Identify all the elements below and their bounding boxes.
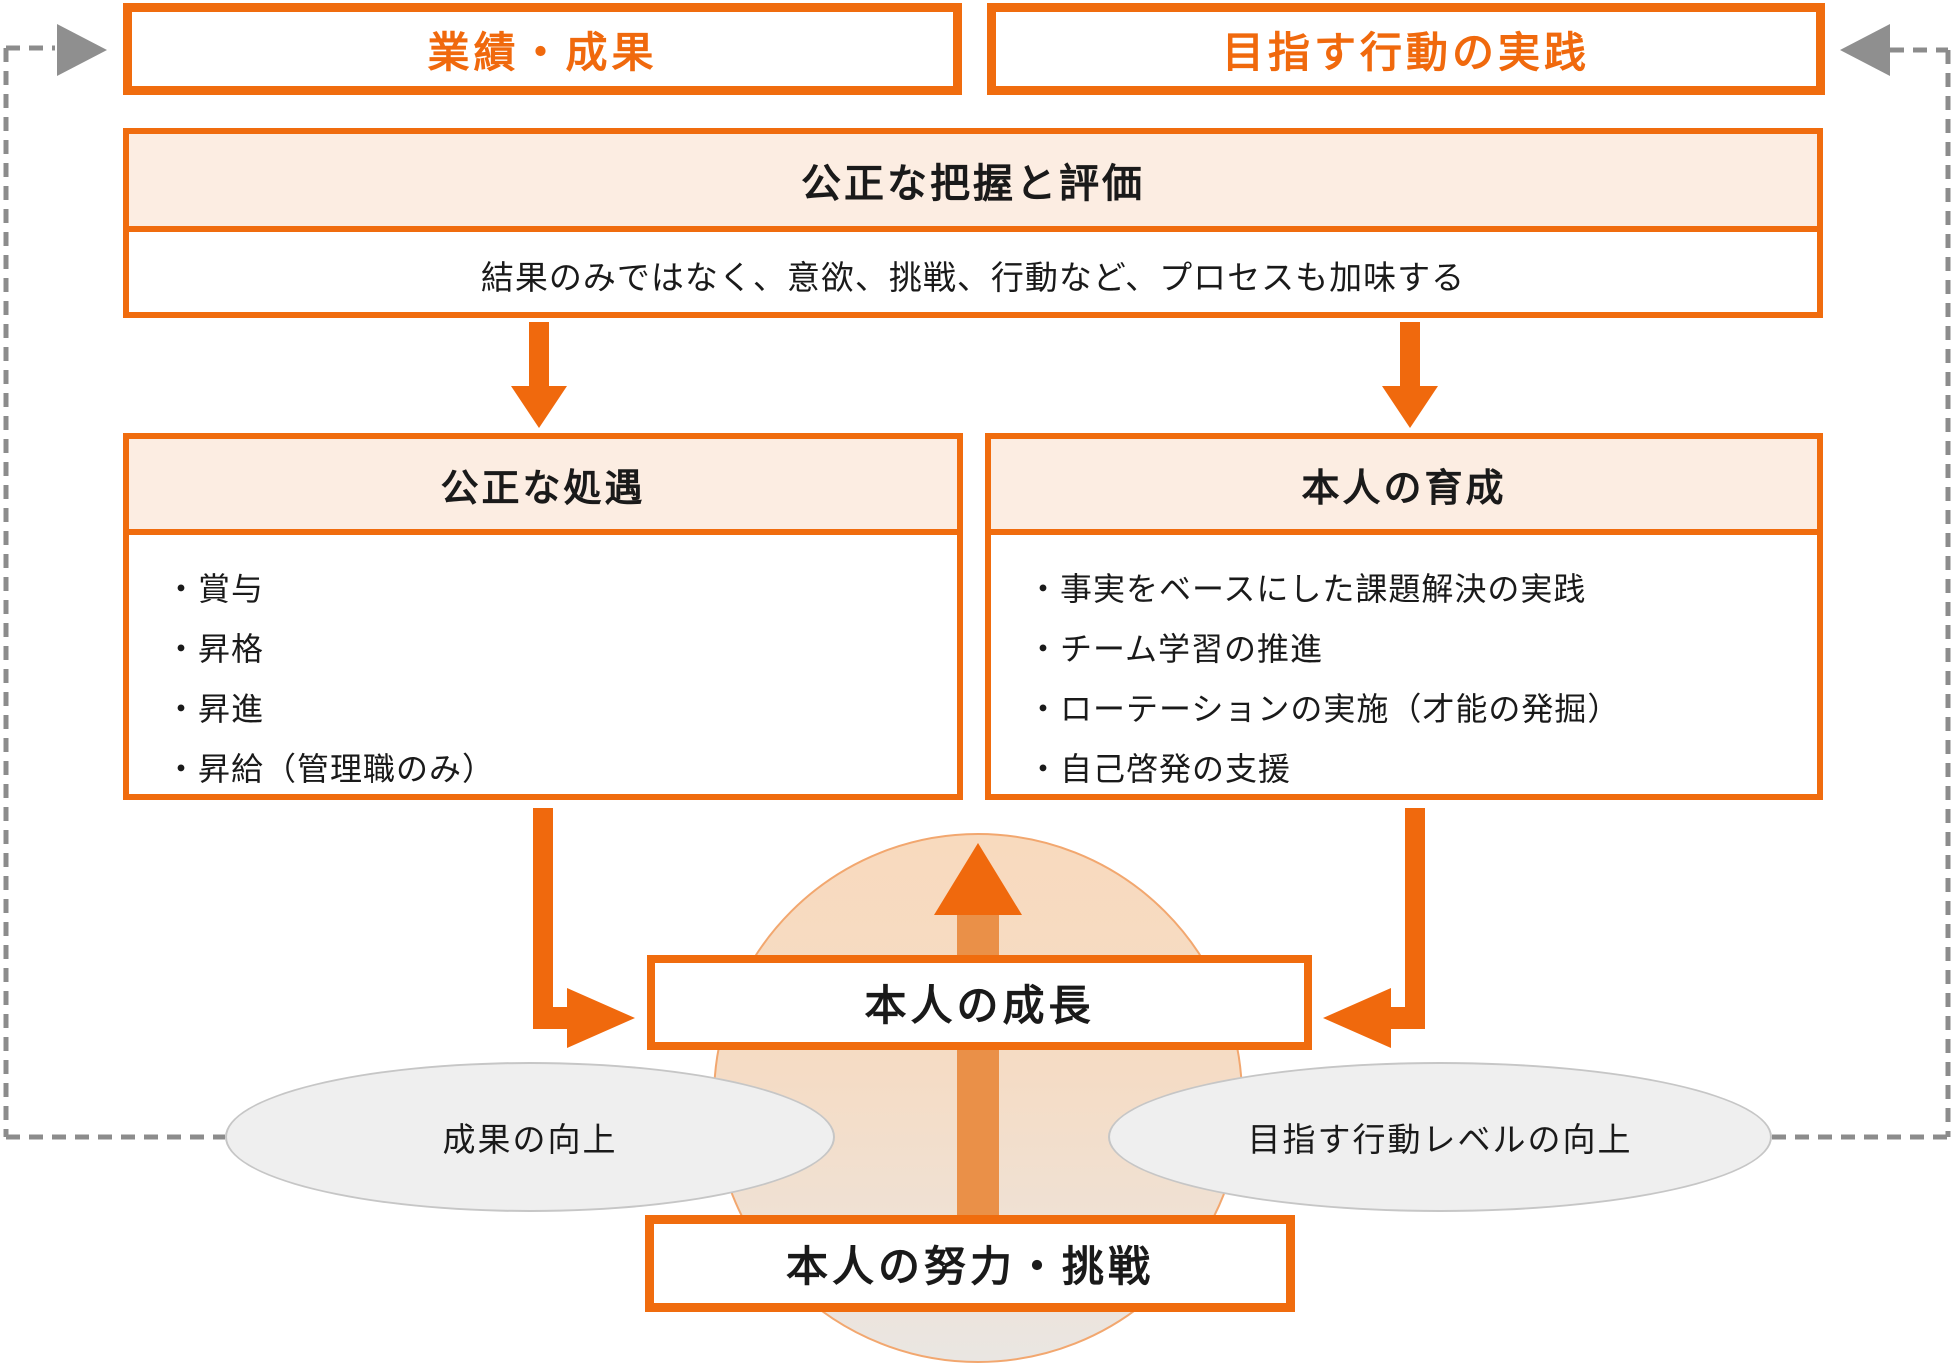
result-ellipse-left: 成果の向上 [225,1062,835,1212]
l-arrow-left-icon [533,808,635,1048]
feedback-arrowhead-right-icon [1840,24,1890,76]
personal-development-title: 本人の育成 [1301,467,1507,510]
list-item: ・昇格 [165,631,265,667]
down-arrow-left-icon [511,322,567,428]
personal-effort-box: 本人の努力・挑戦 [645,1215,1295,1312]
l-arrow-right-icon [1323,808,1425,1048]
list-item: ・事実をベースにした課題解決の実践 [1027,571,1587,607]
down-arrow-right-icon [1382,322,1438,428]
personal-growth-box: 本人の成長 [647,955,1312,1050]
fair-treatment-list: ・賞与 ・昇格 ・昇進 ・昇給（管理職のみ） [129,535,957,799]
feedback-arrowhead-left-icon [57,24,107,76]
list-item: ・ローテーションの実施（才能の発掘） [1027,691,1621,727]
fair-evaluation-header: 公正な把握と評価 [129,134,1817,232]
up-arrow-head-icon [934,843,1022,915]
fair-evaluation-title: 公正な把握と評価 [801,162,1145,206]
performance-results-label: 業績・成果 [427,28,658,76]
fair-evaluation-note: 結果のみではなく、意欲、挑戦、行動など、プロセスも加味する [480,259,1466,296]
list-item: ・昇進 [165,691,265,727]
list-item: ・チーム学習の推進 [1027,631,1324,667]
personal-development-box: 本人の育成 ・事実をベースにした課題解決の実践 ・チーム学習の推進 ・ローテーシ… [985,433,1823,800]
fair-evaluation-body: 結果のみではなく、意欲、挑戦、行動など、プロセスも加味する [129,232,1817,318]
result-ellipse-left-label: 成果の向上 [442,1121,618,1158]
feedback-dashed-lines [3,45,1951,1140]
personal-growth-label: 本人の成長 [864,982,1095,1029]
list-item: ・自己啓発の支援 [1027,751,1292,787]
result-ellipse-right: 目指す行動レベルの向上 [1108,1062,1772,1212]
personal-effort-label: 本人の努力・挑戦 [785,1243,1154,1290]
performance-results-box: 業績・成果 [123,3,962,95]
result-ellipse-right-label: 目指す行動レベルの向上 [1247,1121,1633,1158]
fair-evaluation-box: 公正な把握と評価 結果のみではなく、意欲、挑戦、行動など、プロセスも加味する [123,128,1823,318]
personal-development-header: 本人の育成 [991,439,1817,535]
list-item: ・賞与 [165,571,265,607]
fair-treatment-title: 公正な処遇 [440,467,646,510]
target-behavior-label: 目指す行動の実践 [1221,28,1590,76]
personal-development-list: ・事実をベースにした課題解決の実践 ・チーム学習の推進 ・ローテーションの実施（… [991,535,1817,799]
target-behavior-box: 目指す行動の実践 [987,3,1825,95]
list-item: ・昇給（管理職のみ） [165,751,496,787]
fair-treatment-box: 公正な処遇 ・賞与 ・昇格 ・昇進 ・昇給（管理職のみ） [123,433,963,800]
fair-treatment-header: 公正な処遇 [129,439,957,535]
